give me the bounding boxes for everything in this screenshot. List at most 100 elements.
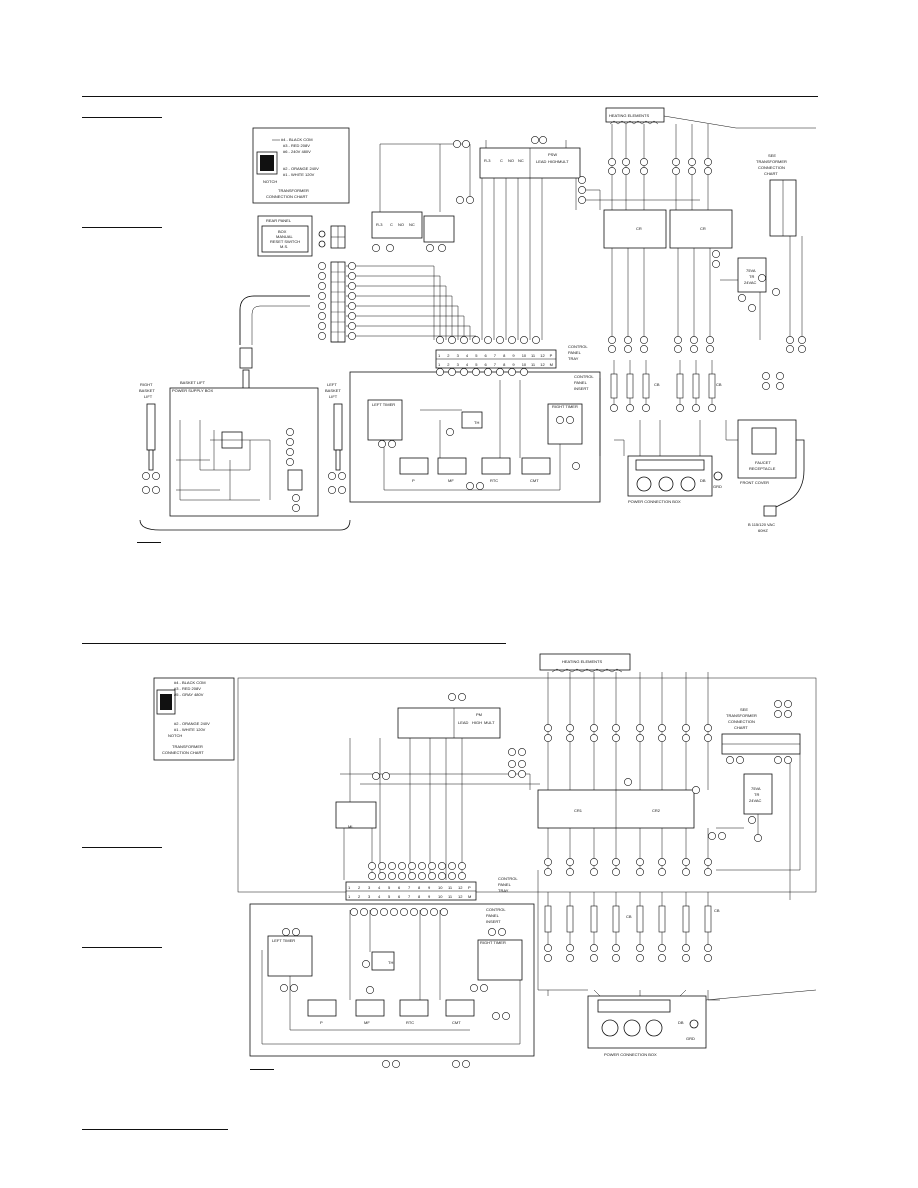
- cb-label: CB: [714, 908, 720, 913]
- fuse: [612, 905, 620, 933]
- basket-lift-pipes: [239, 295, 310, 395]
- wire-tag: [438, 872, 446, 880]
- tray-number: 7: [408, 894, 411, 899]
- relay-label: NC: [409, 222, 415, 227]
- tray-label: CONTROL: [568, 344, 588, 349]
- db-label: DB: [678, 1020, 684, 1025]
- wire-tag: [470, 984, 478, 992]
- wire-tag: [426, 244, 434, 252]
- tray-number: 5: [475, 353, 478, 358]
- wire-tag: [496, 368, 504, 376]
- wire-tag: [318, 272, 326, 280]
- wire-tag: [318, 322, 326, 330]
- tray-number: 8: [418, 885, 421, 890]
- contactor-label: CR: [636, 226, 642, 231]
- wire-tag: [348, 302, 356, 310]
- tray-number: 10: [438, 885, 443, 890]
- tray-label: PANEL: [568, 350, 582, 355]
- heating-elements-label: HEATING ELEMENTS: [562, 659, 602, 664]
- wire-tag: [476, 482, 484, 490]
- rear-panel-title: REAR PANEL: [266, 218, 292, 223]
- wire-tag: [544, 724, 552, 732]
- wire-tag: [786, 336, 794, 344]
- lift-label: RIGHT: [140, 382, 153, 387]
- bottom-power-connection-box: POWER CONNECTION BOX DB GRD: [587, 995, 707, 1057]
- tray-number: 11: [448, 894, 453, 899]
- wire-tag: [382, 1060, 390, 1068]
- wire-tag: [658, 868, 666, 876]
- wire-tag: [578, 176, 586, 184]
- wire-tag: [456, 196, 464, 204]
- wire-tag: [448, 693, 456, 701]
- transformer-text: 24VAC: [749, 798, 761, 803]
- wire-tag: [624, 345, 632, 353]
- contactor-label: CR1: [574, 808, 583, 813]
- wire-tag: [436, 336, 444, 344]
- switch-label: RTC: [490, 478, 498, 483]
- wire-tag: [544, 944, 552, 952]
- transformer-text: TR: [749, 274, 754, 279]
- wire-tag: [688, 158, 696, 166]
- wire-tag: [784, 710, 792, 718]
- wire-tag: [292, 928, 300, 936]
- wire-tag: [590, 954, 598, 962]
- wire-tag: [718, 832, 726, 840]
- tray-number: 12: [540, 362, 545, 367]
- wire-tag: [590, 944, 598, 952]
- tray-number: 2: [447, 362, 450, 367]
- wire-tag: [378, 440, 386, 448]
- wire-tag: [704, 858, 712, 866]
- tray-number: 5: [388, 894, 391, 899]
- wire-tag: [382, 772, 390, 780]
- tap-label: #1 - WHITE 120V: [283, 172, 315, 177]
- wire-tag: [348, 312, 356, 320]
- switch-label: MF: [364, 1020, 370, 1025]
- fuse: [626, 373, 634, 399]
- tap-label: #4 - BLACK COM: [174, 680, 206, 685]
- middle-divider-rule: [82, 643, 506, 644]
- wire-tag: [798, 336, 806, 344]
- cb-label: CB: [654, 382, 660, 387]
- wire-tag: [350, 908, 358, 916]
- lift-label: BASKET: [325, 388, 341, 393]
- tray-number: 8: [503, 353, 506, 358]
- wire-tag: [372, 772, 380, 780]
- wire-tag: [318, 332, 326, 340]
- wire-tag: [292, 494, 300, 502]
- wire-tag: [704, 868, 712, 876]
- wire-tag: [508, 336, 516, 344]
- wire-tag: [408, 872, 416, 880]
- wire-tag: [286, 458, 294, 466]
- left-timer-label: LEFT TIMER: [272, 938, 295, 943]
- wire-tag: [378, 872, 386, 880]
- wire-tag: [508, 368, 516, 376]
- th-label: TH: [474, 420, 479, 425]
- tray-number: 6: [485, 353, 488, 358]
- tray-number: 7: [408, 885, 411, 890]
- wire-tag: [682, 944, 690, 952]
- relay-label: NO: [508, 158, 514, 163]
- wire-tag: [658, 858, 666, 866]
- margin-stub: [82, 947, 162, 948]
- wire-tag: [544, 954, 552, 962]
- tap-label: #3 - RED 208V: [283, 143, 310, 148]
- fuse: [544, 905, 552, 933]
- bottom-control-panel-insert: CONTROL PANEL INSERT LEFT TIMER RIGHT TI…: [249, 903, 535, 1057]
- wire-tag: [704, 167, 712, 175]
- wire-tag: [398, 862, 406, 870]
- insert-label: CONTROL: [486, 907, 506, 912]
- wire-tag: [590, 858, 598, 866]
- tray-number: 2: [447, 353, 450, 358]
- insert-label: PANEL: [574, 380, 588, 385]
- wire-tag: [762, 372, 770, 380]
- wire-tag: [578, 196, 586, 204]
- wire-tag: [736, 756, 744, 764]
- wire-tag: [460, 368, 468, 376]
- wire-tag: [544, 868, 552, 876]
- wire-tag: [754, 834, 762, 842]
- top-transformer-chart: #4 - BLACK COM #3 - RED 208V #6 - 240V 4…: [252, 127, 350, 204]
- wire-tag: [786, 345, 794, 353]
- wire-tag: [520, 368, 528, 376]
